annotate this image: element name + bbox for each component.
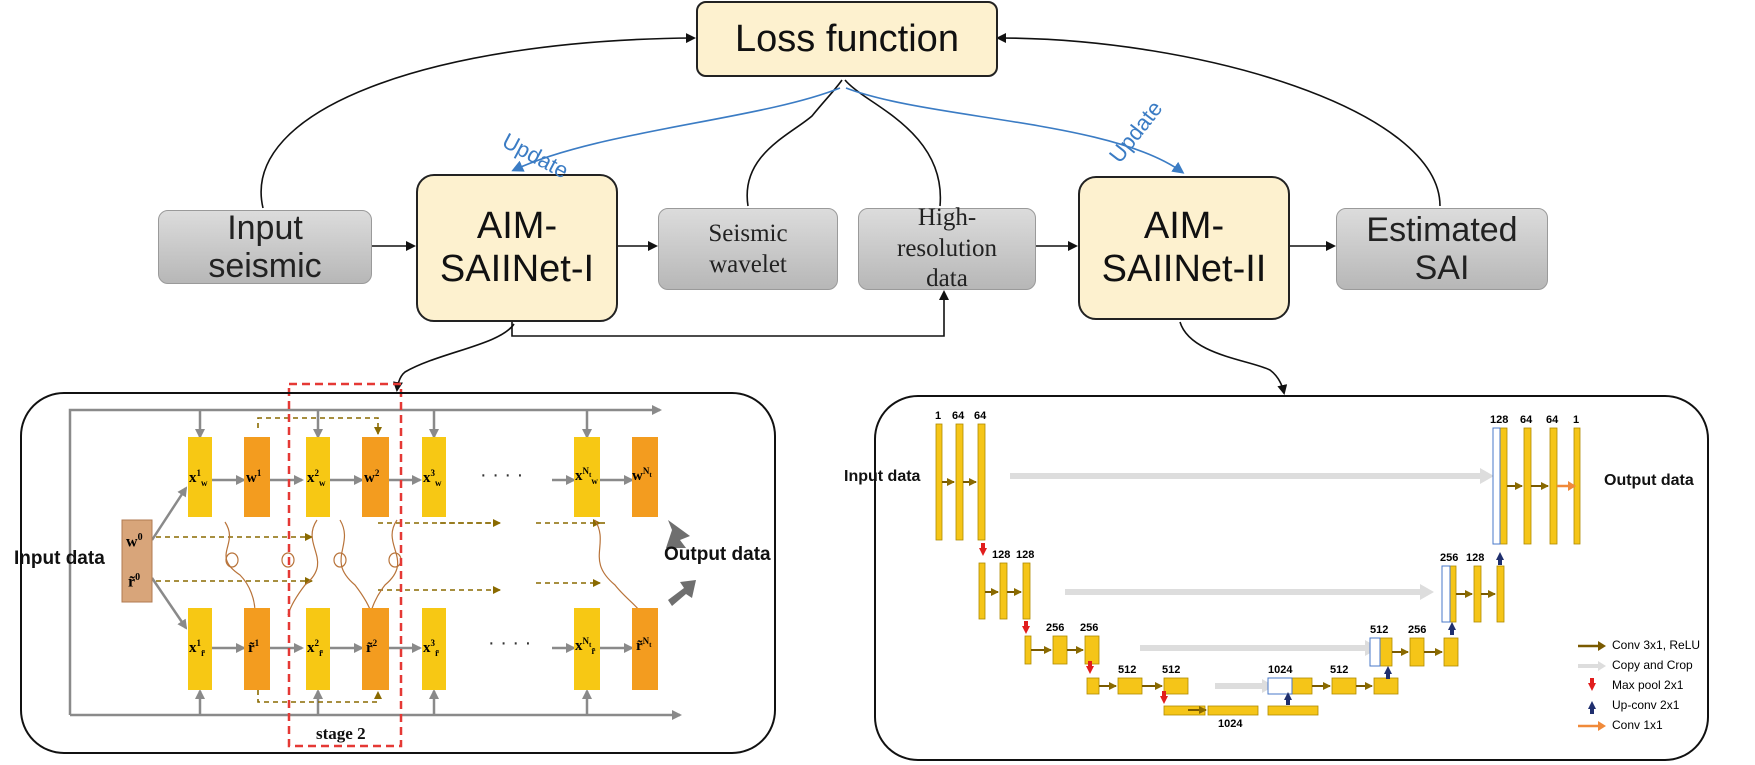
right-panel-graphics: [935, 423, 1606, 731]
ch-label: 256: [1440, 552, 1459, 564]
output-arrow-bottom: [668, 580, 696, 606]
xwNt-label: xNtw: [575, 466, 598, 486]
block-rNt: [632, 608, 658, 690]
block-xw1: [188, 437, 212, 517]
seismic-wavelet-box: Seismic wavelet: [658, 208, 838, 290]
ch-label: 64: [952, 410, 965, 422]
arrow-input-to-loss: [260, 33, 696, 209]
input-block-w0r0: [121, 519, 153, 603]
left-input-data-label: Input data: [14, 548, 105, 569]
ch-label: 1: [1573, 414, 1580, 426]
legend-conv1x1: Conv 1x1: [1612, 718, 1663, 732]
ch-label: 512: [1330, 664, 1349, 676]
stage-2-box: [287, 382, 403, 748]
ch-label: 512: [1370, 624, 1389, 636]
block-xr2: [306, 608, 330, 690]
arrow-net2-to-right-panel: [1179, 321, 1288, 395]
ch-label: 1024: [1218, 718, 1243, 730]
ch-label: 256: [1080, 622, 1099, 634]
rNt-label: r̃Nt: [636, 636, 652, 654]
ch-label: 1: [935, 410, 942, 422]
ch-label: 128: [1466, 552, 1485, 564]
w1-label: w1: [246, 468, 262, 486]
unrolled-network-panel: [20, 392, 776, 754]
aim-saiinet-1-box: AIM- SAIINet-I: [416, 174, 618, 322]
arrow-net1-to-left-panel: [393, 323, 515, 392]
left-dots-top: · · · ·: [480, 464, 524, 486]
ch-label: 128: [992, 549, 1011, 561]
legend-conv3x1: Conv 3x1, ReLU: [1612, 638, 1701, 652]
xw3-label: x3w: [423, 468, 442, 488]
block-r1: [244, 608, 270, 690]
block-w1: [244, 437, 270, 517]
estimated-sai-box: Estimated SAI: [1336, 208, 1548, 290]
arrow-highres-to-loss: [844, 79, 942, 207]
ch-label: 512: [1162, 664, 1181, 676]
left-output-data-label: Output data: [664, 544, 771, 565]
aim-saiinet-2-box: AIM- SAIINet-II: [1078, 176, 1290, 320]
block-xr1: [188, 608, 212, 690]
ch-label: 512: [1118, 664, 1137, 676]
block-w2: [362, 437, 389, 517]
loss-function-box: Loss function: [696, 1, 998, 77]
w2-label: w2: [364, 468, 380, 486]
arrow-wavelet-to-loss: [746, 79, 843, 207]
xr2-label: x2r̃: [307, 638, 323, 658]
ch-label: 256: [1046, 622, 1065, 634]
legend-swatches: [1578, 641, 1606, 731]
ch-label: 128: [1490, 414, 1509, 426]
legend-copy-crop: Copy and Crop: [1612, 658, 1693, 672]
r1-label: r̃1: [248, 638, 260, 656]
input-seismic-box: Input seismic: [158, 209, 372, 285]
frame-top-line: [68, 405, 662, 640]
r0-label: r̃0: [128, 572, 141, 591]
block-xw3: [422, 437, 446, 517]
xrNt-label: xNtr̃: [575, 636, 596, 656]
update-arrow-left: [511, 87, 841, 172]
unet-panel: [874, 395, 1709, 761]
xw2-label: x2w: [307, 468, 326, 488]
legend-max-pool: Max pool 2x1: [1612, 678, 1684, 692]
r2-label: r̃2: [366, 638, 378, 656]
block-xwNt: [574, 437, 600, 517]
ch-label: 1024: [1268, 664, 1293, 676]
block-r2: [362, 608, 389, 690]
top-connectors: [260, 33, 1441, 395]
right-input-data-label: Input data: [844, 468, 921, 485]
update-arrows: [511, 87, 1185, 174]
ch-label: 128: [1016, 549, 1035, 561]
ch-label: 64: [974, 410, 987, 422]
arrow-estimated-to-loss: [996, 33, 1441, 207]
ch-label: 64: [1546, 414, 1559, 426]
output-arrow-top: [666, 520, 690, 548]
xr3-label: x3r̃: [423, 638, 439, 658]
right-output-data-label: Output data: [1604, 472, 1694, 489]
ch-label: 64: [1520, 414, 1533, 426]
update-arrow-right: [845, 87, 1185, 174]
ch-label: 256: [1408, 624, 1427, 636]
xw1-label: x1w: [189, 468, 208, 488]
wNt-label: wNt: [632, 466, 652, 484]
w0-label: w0: [126, 532, 143, 551]
block-wNt: [632, 437, 658, 517]
high-resolution-data-box: High- resolution data: [858, 204, 1036, 292]
arrow-net1-to-highres: [511, 290, 949, 337]
left-panel-graphics: [68, 382, 696, 748]
xr1-label: x1r̃: [189, 638, 205, 658]
block-xrNt: [574, 608, 600, 690]
stage-2-label: stage 2: [316, 724, 366, 743]
left-dots-bottom: · · · ·: [488, 632, 532, 654]
block-xw2: [306, 437, 330, 517]
block-xr3: [422, 608, 446, 690]
legend-up-conv: Up-conv 2x1: [1612, 698, 1680, 712]
